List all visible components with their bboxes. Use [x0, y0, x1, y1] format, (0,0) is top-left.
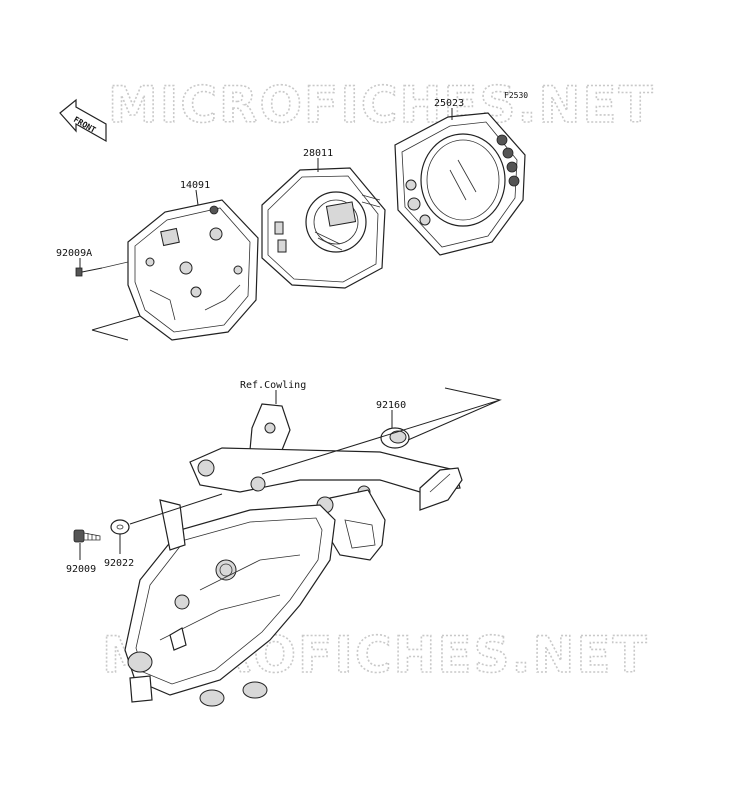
- bolt-92009: [73, 529, 101, 543]
- meter-case-14091: [127, 199, 259, 341]
- figure-code: F2530: [504, 91, 528, 100]
- leader-14091: [195, 189, 199, 206]
- meter-stay-bracket: [124, 403, 463, 707]
- meter-cover-25023: [394, 112, 526, 256]
- washer-92022: [110, 519, 130, 535]
- label-92009A: 92009A: [56, 248, 92, 259]
- meter-assembly-28011: [261, 167, 386, 289]
- label-92009: 92009: [66, 564, 96, 575]
- watermark-top: MICROFICHES.NET: [108, 76, 655, 134]
- reference-lines-grommet: [261, 387, 502, 475]
- label-14091: 14091: [180, 180, 210, 191]
- label-25023: 25023: [434, 98, 464, 109]
- reference-lines-upper: [91, 315, 141, 341]
- front-arrow-icon: FRONT: [59, 98, 107, 143]
- label-ref-cowling: Ref.Cowling: [240, 380, 306, 391]
- label-92022: 92022: [104, 558, 134, 569]
- label-92160: 92160: [376, 400, 406, 411]
- screw-92009A: [75, 261, 129, 277]
- reference-line-washer: [129, 493, 223, 525]
- label-28011: 28011: [303, 148, 333, 159]
- grommet-92160: [380, 427, 410, 449]
